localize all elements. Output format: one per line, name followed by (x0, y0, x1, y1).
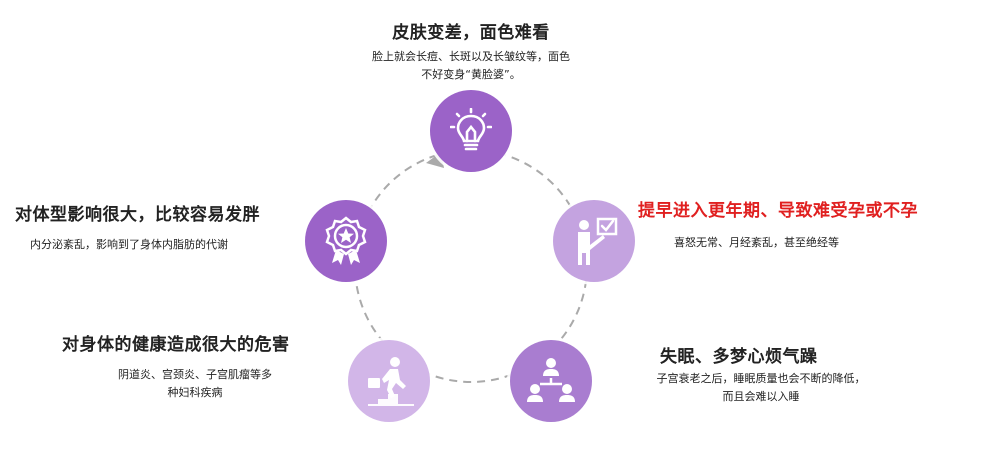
title-health: 对身体的健康造成很大的危害 (62, 335, 290, 355)
desc-health-line2: 种妇科疾病 (167, 386, 223, 399)
desc-skin-line1: 脸上就会长痘、长斑以及长皱纹等，面色 (372, 50, 570, 63)
desc-menopause: 喜怒无常、月经紊乱，甚至绝经等 (674, 236, 839, 249)
title-weight: 对体型影响很大，比较容易发胖 (15, 205, 260, 225)
title-insomnia: 失眠、多梦心烦气躁 (660, 347, 818, 367)
desc-weight: 内分泌紊乱，影响到了身体内脂肪的代谢 (30, 238, 228, 251)
node-people-network (510, 340, 592, 422)
presenter-board-icon (578, 217, 618, 265)
node-climbing (348, 340, 430, 422)
people-network-icon (527, 358, 575, 402)
desc-health-line1: 阴道炎、宫颈炎、子宫肌瘤等多 (118, 368, 272, 381)
award-badge-icon (325, 216, 367, 265)
title-menopause: 提早进入更年期、导致难受孕或不孕 (638, 201, 918, 221)
node-presenter (553, 200, 635, 282)
desc-skin-line2: 不好变身“黄脸婆”。 (421, 68, 521, 81)
climbing-stairs-icon (368, 357, 414, 406)
desc-insomnia-line1: 子宫衰老之后，睡眠质量也会不断的降低， (656, 372, 866, 385)
title-skin: 皮肤变差，面色难看 (392, 23, 550, 43)
desc-insomnia-line2: 而且会难以入睡 (722, 390, 800, 403)
node-award (305, 200, 387, 282)
lightbulb-icon (450, 108, 492, 151)
node-lightbulb (430, 90, 512, 172)
